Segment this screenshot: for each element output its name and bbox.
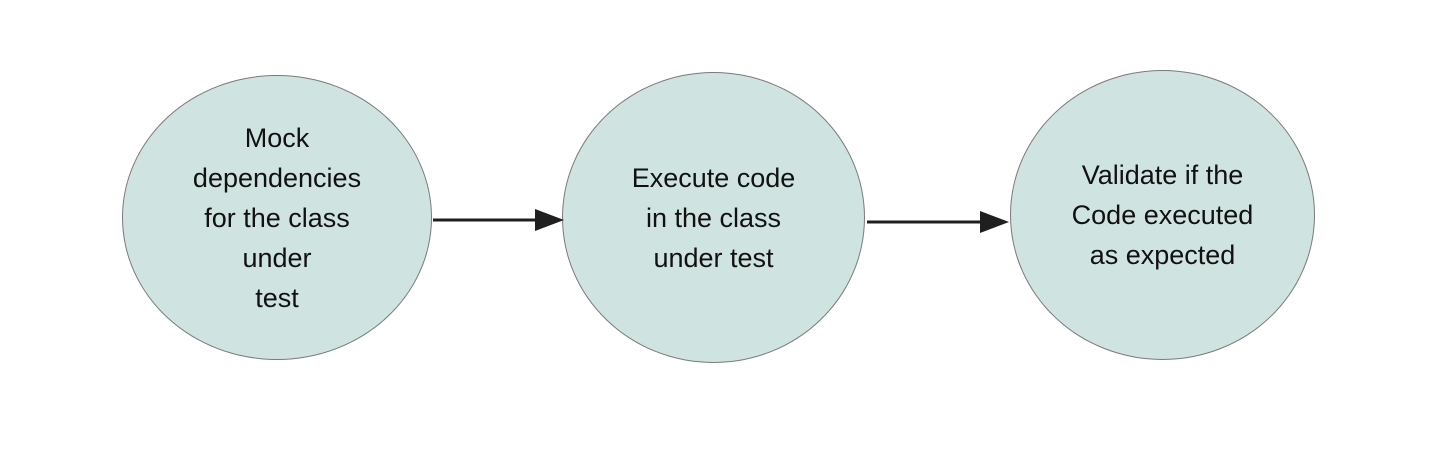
node-mock-dependencies: Mock dependencies for the class under te… (122, 75, 432, 360)
flow-arrow-2 (867, 211, 1009, 233)
arrow-head-icon (535, 209, 564, 231)
node-execute-code: Execute code in the class under test (562, 72, 865, 363)
node-validate-code: Validate if the Code executed as expecte… (1010, 70, 1315, 360)
flow-arrow-1 (433, 209, 564, 231)
arrow-head-icon (980, 211, 1009, 233)
